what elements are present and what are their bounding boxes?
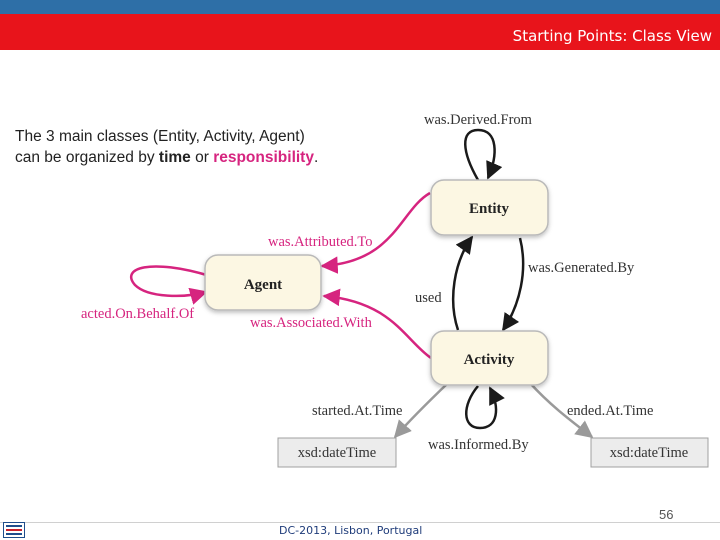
slide-title: Starting Points: Class View (512, 27, 712, 45)
edge-was-attributed-to (320, 191, 431, 274)
edge-was-generated-by (501, 237, 525, 332)
label-acted-on-behalf-of: acted.On.Behalf.Of (81, 306, 194, 322)
svg-text:Entity: Entity (469, 201, 510, 217)
page-number: 56 (659, 507, 674, 522)
top-strip (0, 0, 720, 14)
footer-logo-icon (3, 522, 25, 538)
node-agent: Agent (204, 254, 322, 311)
title-bar: Starting Points: Class View (0, 14, 720, 50)
label-ended-at-time: ended.At.Time (567, 403, 653, 419)
label-started-at-time: started.At.Time (312, 403, 403, 419)
node-datetime-left: xsd:dateTime (277, 437, 397, 468)
label-was-generated-by: was.Generated.By (528, 260, 635, 276)
label-was-informed-by: was.Informed.By (428, 437, 529, 453)
intro-period: . (313, 149, 319, 166)
edge-was-associated-with (322, 288, 432, 360)
intro-or-word: or (190, 149, 214, 166)
node-entity: Entity (430, 179, 549, 236)
label-was-attributed-to: was.Attributed.To (268, 234, 373, 250)
intro-responsibility-word: responsibility (213, 149, 314, 166)
edge-used (451, 235, 474, 331)
intro-line-1: The 3 main classes (Entity, Activity, Ag… (15, 128, 305, 145)
edge-started-at-time (393, 382, 449, 439)
label-was-derived-from: was.Derived.From (424, 112, 533, 128)
svg-text:Activity: Activity (464, 352, 515, 368)
label-used: used (415, 290, 442, 306)
label-was-associated-with: was.Associated.With (250, 315, 373, 331)
intro-line-2: can be organized by time or responsibili… (15, 147, 405, 168)
edge-was-derived-from (464, 128, 503, 181)
node-datetime-right: xsd:dateTime (590, 437, 709, 468)
svg-text:xsd:dateTime: xsd:dateTime (610, 445, 688, 461)
intro-line-2-prefix: can be organized by (15, 149, 159, 166)
intro-text: The 3 main classes (Entity, Activity, Ag… (15, 126, 405, 168)
footer-text: DC-2013, Lisbon, Portugal (279, 524, 423, 537)
svg-text:xsd:dateTime: xsd:dateTime (298, 445, 376, 461)
intro-time-word: time (158, 149, 191, 166)
svg-text:Agent: Agent (244, 277, 282, 293)
edge-acted-on-behalf-of (129, 265, 211, 305)
edge-was-informed-by (465, 385, 505, 430)
footer-divider (0, 522, 720, 523)
edge-ended-at-time (529, 382, 594, 439)
node-activity: Activity (430, 330, 549, 386)
